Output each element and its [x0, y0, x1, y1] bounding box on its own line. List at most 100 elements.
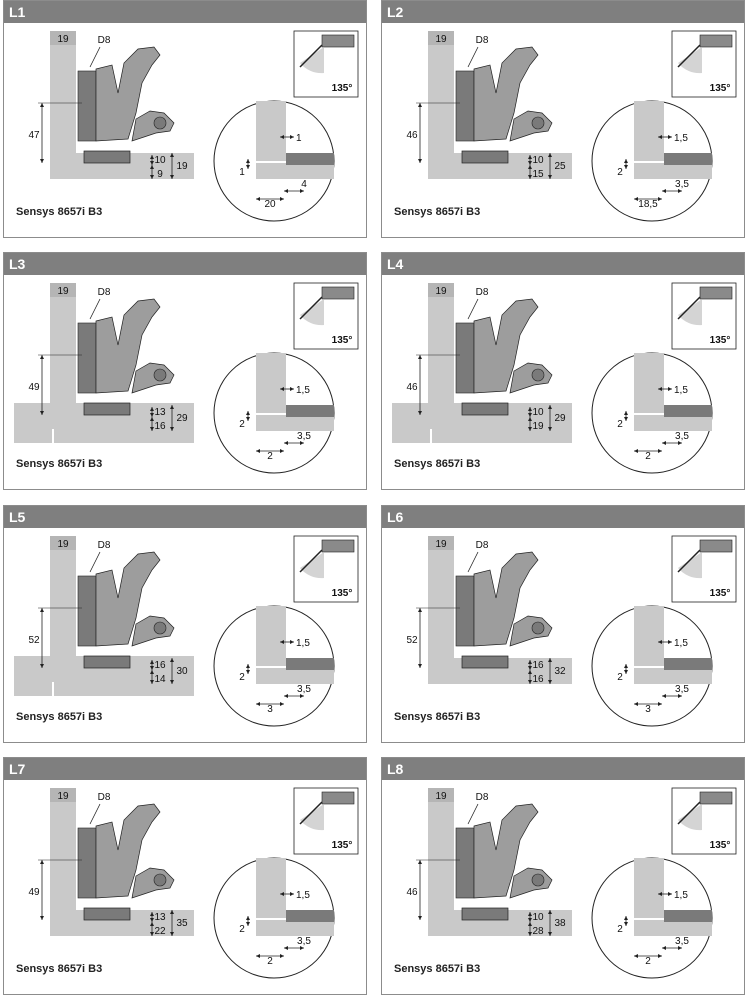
detail-dimension-bottom-arrow-a — [634, 954, 662, 958]
door-panel — [392, 403, 572, 443]
offset-dimension: 19 — [57, 539, 69, 550]
hinge-arm — [473, 298, 539, 394]
offset-dimension: 19 — [57, 34, 69, 45]
drill-diameter-label: D8 — [98, 792, 111, 803]
offset-dimension: 19 — [435, 286, 447, 297]
height-dimension: 52 — [28, 635, 40, 646]
detail-dimension-bottom-arrow-b — [662, 946, 682, 950]
detail-dimension-bottom-arrow-a — [256, 197, 284, 201]
detail-dimension-bottom-b: 3,5 — [297, 684, 311, 695]
panel-id-label: L2 — [382, 1, 744, 23]
detail-dimension-left: 1 — [239, 167, 245, 178]
panel-id-label: L5 — [4, 506, 366, 528]
total-dimension-arrow — [548, 153, 552, 179]
detail-dimension-left-arrow — [624, 411, 628, 421]
opening-angle-label: 135° — [710, 335, 731, 346]
detail-dimension-left: 2 — [617, 167, 623, 178]
stack-dimension-bottom: 14 — [154, 674, 166, 685]
hinge-link — [131, 615, 175, 647]
detail-dimension-bottom-a: 20 — [264, 199, 276, 210]
total-dimension-arrow — [548, 405, 552, 431]
hinge-link — [509, 362, 553, 394]
cabinet-side-panel — [50, 31, 76, 177]
total-dimension: 30 — [176, 666, 188, 677]
detail-dimension-bottom-a: 2 — [645, 956, 651, 967]
stack-dimension-arrow — [528, 407, 532, 417]
height-dimension: 52 — [406, 635, 418, 646]
height-dimension: 46 — [406, 130, 418, 141]
detail-dimension-bottom-arrow-a — [634, 702, 662, 706]
hinge-arm — [473, 46, 539, 142]
hinge-pivot — [531, 368, 545, 382]
total-dimension: 32 — [554, 666, 566, 677]
detail-dimension-bottom-arrow-b — [284, 441, 304, 445]
stack-dimension-arrow — [528, 155, 532, 165]
detail-dimension-top-arrow — [658, 892, 672, 896]
panel-id-label: L6 — [382, 506, 744, 528]
detail-dimension-bottom-a: 3 — [267, 704, 273, 715]
opening-angle-inset — [293, 282, 359, 350]
opening-angle-inset — [671, 787, 737, 855]
stack-dimension-arrow — [150, 407, 154, 417]
stack-dimension-arrow — [528, 922, 532, 936]
detail-dimension-bottom-arrow-a — [256, 702, 284, 706]
model-label: Sensys 8657i B3 — [16, 458, 103, 470]
height-dimension-arrow — [40, 860, 44, 920]
model-label: Sensys 8657i B3 — [394, 206, 481, 218]
hinge-cup — [461, 150, 509, 164]
detail-dimension-bottom-a: 2 — [267, 451, 273, 462]
detail-dimension-left-arrow — [246, 159, 250, 169]
drill-diameter-label: D8 — [98, 35, 111, 46]
detail-dimension-top: 1,5 — [296, 385, 310, 396]
stack-dimension-bottom: 22 — [154, 926, 166, 937]
detail-dimension-bottom-b: 3,5 — [675, 431, 689, 442]
panel-id-label: L4 — [382, 253, 744, 275]
opening-angle-inset — [293, 535, 359, 603]
opening-angle-inset — [293, 787, 359, 855]
detail-dimension-bottom-b: 4 — [301, 179, 307, 190]
opening-angle-inset — [293, 30, 359, 98]
height-dimension-arrow — [418, 608, 422, 668]
model-label: Sensys 8657i B3 — [16, 711, 103, 723]
detail-dimension-bottom-b: 3,5 — [675, 179, 689, 190]
drill-leader-line — [467, 551, 479, 573]
detail-dimension-top-arrow — [280, 387, 294, 391]
model-label: Sensys 8657i B3 — [16, 206, 103, 218]
height-dimension: 49 — [28, 382, 40, 393]
hinge-arm — [95, 551, 161, 647]
stack-dimension-arrow — [150, 417, 154, 431]
drill-leader-line — [467, 803, 479, 825]
detail-circle — [213, 605, 335, 727]
hinge-link — [131, 110, 175, 142]
detail-dimension-top: 1,5 — [674, 133, 688, 144]
detail-dimension-bottom-b: 3,5 — [297, 936, 311, 947]
opening-angle-label: 135° — [332, 335, 353, 346]
cabinet-side-panel — [428, 536, 454, 682]
hinge-pivot — [531, 116, 545, 130]
hinge-cup — [461, 655, 509, 669]
panel-id-label: L3 — [4, 253, 366, 275]
stack-dimension-top: 13 — [154, 912, 166, 923]
detail-dimension-top-arrow — [280, 640, 294, 644]
detail-dimension-top: 1,5 — [296, 638, 310, 649]
detail-dimension-left-arrow — [624, 159, 628, 169]
detail-dimension-bottom-arrow-b — [284, 694, 304, 698]
opening-angle-label: 135° — [710, 83, 731, 94]
hinge-pivot — [153, 873, 167, 887]
opening-angle-label: 135° — [332, 83, 353, 94]
detail-dimension-bottom-arrow-b — [662, 694, 682, 698]
hinge-cup — [461, 907, 509, 921]
hinge-mounting-plate — [77, 322, 97, 394]
hinge-cup — [83, 150, 131, 164]
stack-dimension-arrow — [150, 912, 154, 922]
